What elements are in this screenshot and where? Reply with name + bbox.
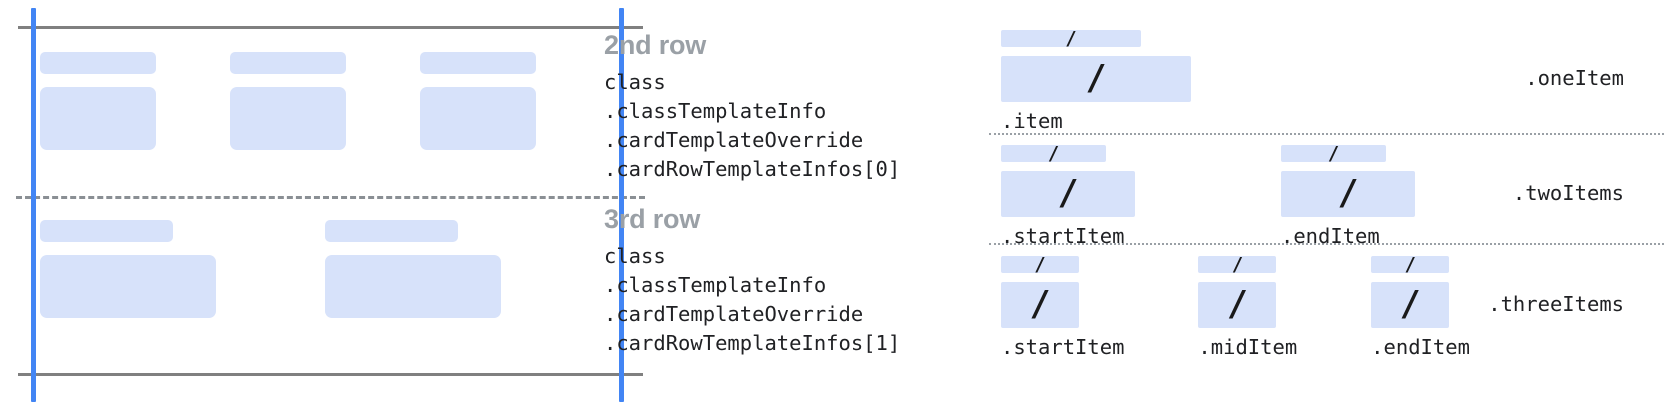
spec-line: .cardTemplateOverride (604, 128, 864, 152)
item-slot-label: .item (1001, 109, 1063, 133)
spec-line: class (604, 70, 666, 94)
placeholder-title-bar: / (1371, 253, 1450, 275)
card-row-third (40, 220, 610, 330)
slash-icon: / (1085, 58, 1107, 99)
placeholder-body-block: / (1001, 282, 1079, 328)
item-slot: / / .item (1001, 27, 1191, 134)
item-section-three-items: / / .startItem / / .midItem (975, 248, 1676, 360)
item-slot-label: .endItem (1281, 224, 1380, 248)
item-slot-label: .startItem (1001, 335, 1125, 359)
slash-icon: / (1327, 142, 1340, 164)
slash-icon: / (1337, 173, 1359, 214)
placeholder-body-block: / (1371, 282, 1450, 328)
card-cell (420, 52, 610, 162)
slash-icon: / (1231, 253, 1244, 275)
spec-block-second-row: 2nd row class .classTemplateInfo .cardTe… (604, 28, 964, 184)
item-slot-strip: / / .startItem / / .endItem (1001, 142, 1415, 249)
spec-line: .cardRowTemplateInfos[0] (604, 157, 901, 181)
placeholder-title-bar: / (1281, 142, 1386, 164)
placeholder-title-bar (325, 220, 458, 242)
slash-icon: / (1047, 142, 1060, 164)
item-section-two-items: / / .startItem / / .endItem (975, 137, 1676, 248)
item-section-divider-dotted (989, 243, 1664, 245)
spec-column: 2nd row class .classTemplateInfo .cardTe… (604, 0, 964, 412)
spec-line: .classTemplateInfo (604, 273, 827, 297)
slash-icon: / (1029, 284, 1051, 325)
slash-icon: / (1404, 253, 1416, 275)
item-slot-label: .midItem (1198, 335, 1298, 359)
placeholder-title-bar: / (1001, 142, 1106, 164)
card-bottom-boundary-line (18, 373, 643, 376)
placeholder-body-block (40, 87, 156, 150)
item-slot: / / .startItem (1001, 253, 1125, 360)
slash-icon: / (1399, 284, 1421, 325)
row-divider-dashed-line (16, 196, 645, 199)
placeholder-body-block (230, 87, 346, 150)
spec-heading: 2nd row (604, 30, 707, 60)
card-layout-diagram (0, 0, 650, 412)
card-row-second (40, 52, 610, 162)
item-slot-strip: / / .startItem / / .midItem (1001, 253, 1470, 360)
spec-line: .classTemplateInfo (604, 99, 827, 123)
spec-line: .cardRowTemplateInfos[1] (604, 331, 901, 355)
placeholder-body-block: / (1198, 282, 1277, 328)
item-slot-label: .startItem (1001, 224, 1125, 248)
item-slot: / / .endItem (1281, 142, 1415, 249)
placeholder-title-bar (40, 52, 156, 74)
placeholder-body-block: / (1001, 171, 1135, 217)
item-section-label: .oneItem (1525, 66, 1624, 90)
placeholder-body-block (420, 87, 536, 150)
slash-icon: / (1057, 173, 1079, 214)
spec-line: class (604, 244, 666, 268)
item-section-divider-dotted (989, 133, 1664, 135)
card-left-guide-line (31, 8, 36, 402)
item-slot-label: .endItem (1371, 335, 1470, 359)
item-section-label: .threeItems (1488, 292, 1624, 316)
placeholder-title-bar: / (1001, 27, 1141, 49)
spec-block-third-row: 3rd row class .classTemplateInfo .cardTe… (604, 202, 964, 358)
placeholder-title-bar (420, 52, 536, 74)
spec-heading: 3rd row (604, 204, 701, 234)
item-section-label: .twoItems (1512, 181, 1624, 205)
card-cell (230, 52, 420, 162)
item-slot-strip: / / .item (1001, 27, 1191, 134)
placeholder-title-bar (40, 220, 173, 242)
placeholder-title-bar (230, 52, 346, 74)
item-slot: / / .startItem (1001, 142, 1135, 249)
card-cell (325, 220, 610, 330)
placeholder-title-bar: / (1198, 253, 1277, 275)
card-cell (40, 52, 230, 162)
slash-icon: / (1034, 253, 1046, 275)
slash-icon: / (1226, 284, 1248, 325)
spec-line: .cardTemplateOverride (604, 302, 864, 326)
placeholder-body-block: / (1281, 171, 1415, 217)
item-section-one-item: / / .item .oneItem (975, 22, 1676, 133)
placeholder-body-block (40, 255, 216, 318)
slash-icon: / (1065, 27, 1077, 49)
placeholder-title-bar: / (1001, 253, 1079, 275)
item-slot: / / .midItem (1198, 253, 1298, 360)
item-template-panel: / / .item .oneItem / / (975, 0, 1676, 412)
card-right-guide-line (619, 8, 624, 402)
card-top-boundary-line (18, 26, 643, 29)
placeholder-body-block (325, 255, 501, 318)
card-cell (40, 220, 325, 330)
placeholder-body-block: / (1001, 56, 1191, 102)
item-slot: / / .endItem (1371, 253, 1470, 360)
